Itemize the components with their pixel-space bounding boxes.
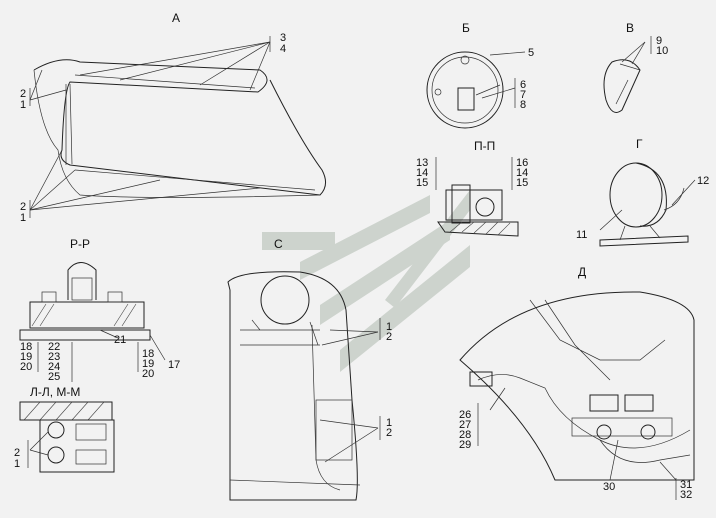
rr-block [29, 301, 145, 329]
callout-4: 4 [280, 43, 286, 55]
lm-top-plate [19, 401, 113, 421]
callout-19b: 19 [142, 358, 154, 370]
view-pp-title: П-П [474, 139, 495, 153]
callout-24: 24 [48, 361, 60, 373]
d-nut-1 [596, 424, 612, 440]
lamp-connector [457, 87, 475, 111]
view-rr-title: Р-Р [70, 237, 90, 251]
lamp-g-base [599, 235, 689, 247]
callout-3: 3 [280, 32, 286, 44]
cabin-window [260, 275, 310, 325]
lm-clip-bottom [47, 446, 65, 464]
view-v: В 9 10 [603, 21, 668, 113]
d-cable [477, 374, 691, 449]
callout-21: 21 [114, 334, 126, 346]
view-c-title: С [274, 237, 283, 251]
view-c: С 1 2 1 2 [227, 237, 392, 501]
callout-8: 8 [520, 99, 526, 111]
view-v-title: В [626, 21, 634, 35]
view-a-title: А [172, 11, 180, 25]
callout-14a: 14 [416, 167, 428, 179]
callout-10: 10 [656, 45, 668, 57]
rr-base [19, 329, 151, 341]
callout-2b: 2 [20, 201, 26, 213]
callout-c-1b: 1 [386, 417, 392, 429]
lamp-outer-ring [426, 51, 504, 129]
view-rr: Р-Р 18 19 20 22 23 24 25 21 18 19 20 17 [19, 237, 180, 383]
callout-15b: 15 [516, 177, 528, 189]
callout-25: 25 [48, 371, 60, 383]
view-d: Д 26 27 28 29 30 31 32 [459, 265, 695, 501]
callout-18a: 18 [20, 341, 32, 353]
callout-28: 28 [459, 429, 471, 441]
callout-1b: 1 [20, 212, 26, 224]
view-a-cable [65, 83, 73, 165]
view-lm: Л-Л, М-М 2 1 [14, 385, 115, 473]
view-a-outline [33, 69, 321, 198]
callout-15a: 15 [416, 177, 428, 189]
lamp-g-body [609, 162, 663, 228]
callout-11: 11 [576, 229, 587, 241]
callout-5: 5 [528, 47, 534, 59]
callout-22: 22 [48, 341, 60, 353]
callout-14b: 14 [516, 167, 528, 179]
lamp-side-body [603, 59, 641, 113]
callout-7: 7 [520, 89, 526, 101]
callout-12: 12 [697, 175, 709, 187]
lm-clip-top [47, 421, 65, 439]
callout-19a: 19 [20, 351, 32, 363]
view-pp: П-П 13 14 15 16 14 15 [416, 139, 528, 237]
callout-20b: 20 [142, 368, 154, 380]
lamp-screw [460, 55, 470, 65]
callout-17: 17 [168, 359, 180, 371]
view-a-leaders [29, 36, 271, 218]
callout-31: 31 [680, 479, 692, 491]
callout-30: 30 [603, 481, 615, 493]
callout-20a: 20 [20, 361, 32, 373]
lamp-inner-ring [431, 56, 499, 124]
callout-27: 27 [459, 419, 471, 431]
view-g: Г 11 12 [576, 137, 709, 247]
view-b: Б 5 6 7 8 [426, 21, 534, 129]
lamp-screw-left [434, 88, 442, 96]
d-nut-2 [640, 424, 656, 440]
callout-lm-1: 1 [14, 458, 20, 470]
pp-base [437, 221, 519, 237]
view-g-title: Г [636, 137, 643, 151]
d-outline [459, 291, 695, 481]
callout-1a: 1 [20, 99, 26, 111]
view-a-harness [74, 74, 316, 191]
callout-6: 6 [520, 79, 526, 91]
view-a-frame [33, 59, 326, 196]
callout-c-2b: 2 [386, 427, 392, 439]
callout-18b: 18 [142, 348, 154, 360]
d-block-1 [589, 394, 619, 412]
pp-bolt [475, 197, 495, 217]
callout-9: 9 [656, 35, 662, 47]
callout-29: 29 [459, 439, 471, 451]
callout-lm-2: 2 [14, 447, 20, 459]
d-connector [469, 371, 493, 387]
callout-2a: 2 [20, 88, 26, 100]
callout-23: 23 [48, 351, 60, 363]
callout-16: 16 [516, 157, 528, 169]
view-d-title: Д [578, 265, 586, 279]
view-a: А 3 4 2 1 2 1 [20, 11, 326, 224]
view-lm-title: Л-Л, М-М [30, 385, 80, 399]
view-b-title: Б [462, 21, 470, 35]
callout-13: 13 [416, 157, 428, 169]
callout-32: 32 [680, 489, 692, 501]
callout-26: 26 [459, 409, 471, 421]
callout-c-1a: 1 [386, 321, 392, 333]
callout-c-2a: 2 [386, 331, 392, 343]
d-block-2 [624, 394, 654, 412]
rr-clip [67, 262, 97, 300]
cabin-rear [227, 271, 358, 501]
lm-holder [39, 419, 115, 473]
